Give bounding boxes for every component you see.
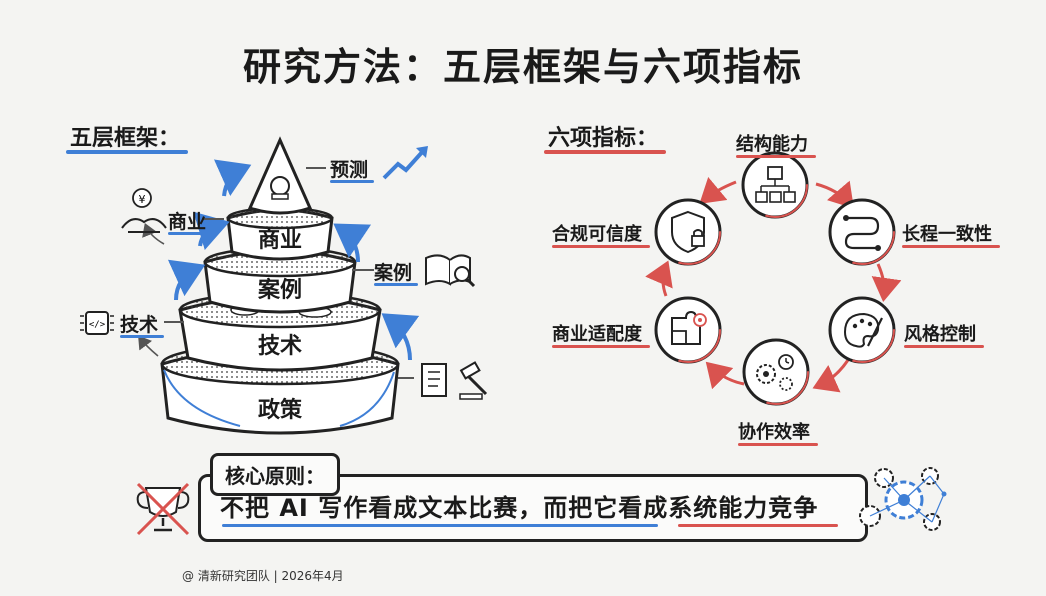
tier-business-label: 商业 xyxy=(257,228,302,253)
metric-compliance-trust: 合规可信度 xyxy=(552,224,642,245)
arrow-policy-to-tech xyxy=(381,313,420,361)
svg-text:¥: ¥ xyxy=(139,193,146,206)
tier-forecast-shape xyxy=(247,136,313,215)
principle-text: 不把 AI 写作看成文本比赛，而把它看成系统能力竞争 xyxy=(220,488,818,523)
metric-business-fit: 商业适配度 xyxy=(552,324,642,345)
book-magnifier-icon xyxy=(425,254,476,288)
arrow-case-to-business-right xyxy=(333,223,372,263)
framework-label-underline xyxy=(66,150,188,154)
tier-policy-label: 政策 xyxy=(257,398,302,423)
metrics-label: 六项指标： xyxy=(548,126,659,151)
tier-case-label: 案例 xyxy=(257,278,302,303)
route-path-icon xyxy=(828,198,896,266)
chip-code-icon: </> xyxy=(80,311,114,335)
arrow-tech-to-case xyxy=(167,259,206,301)
svg-text:</>: </> xyxy=(89,320,106,330)
framework-label: 五层框架： xyxy=(70,126,181,151)
tag-forecast: 预测 xyxy=(330,159,369,181)
tier-tech-label: 技术 xyxy=(257,334,302,359)
metrics-label-underline xyxy=(544,150,666,154)
tag-case: 案例 xyxy=(374,262,413,284)
gears-clock-icon xyxy=(742,338,810,406)
metric-collab-efficiency: 协作效率 xyxy=(738,422,810,443)
metric-long-coherence: 长程一致性 xyxy=(902,224,992,245)
principle-text-main: 不把 AI 写作看成文本比赛，而把它看成 xyxy=(220,494,669,522)
metric-structure: 结构能力 xyxy=(736,134,808,155)
footer-credit: @ 清新研究团队 | 2026年4月 xyxy=(182,569,344,583)
trend-arrow-icon xyxy=(382,146,428,180)
puzzle-target-icon xyxy=(654,296,722,364)
tag-business: 商业 xyxy=(168,211,207,233)
handshake-yen-icon: ¥ xyxy=(121,188,167,233)
principle-tag: 核心原则： xyxy=(210,453,340,496)
page-title: 研究方法：五层框架与六项指标 xyxy=(242,45,803,89)
principle-text-highlight: 系统能力竞争 xyxy=(668,494,819,522)
shield-lock-icon xyxy=(654,198,722,266)
tag-tech: 技术 xyxy=(120,314,159,336)
palette-brush-icon xyxy=(828,296,896,364)
scroll-gavel-icon xyxy=(421,361,488,400)
hierarchy-cubes-icon xyxy=(741,151,809,219)
arrow-business-to-forecast xyxy=(213,159,252,197)
metric-style-control: 风格控制 xyxy=(904,324,976,345)
